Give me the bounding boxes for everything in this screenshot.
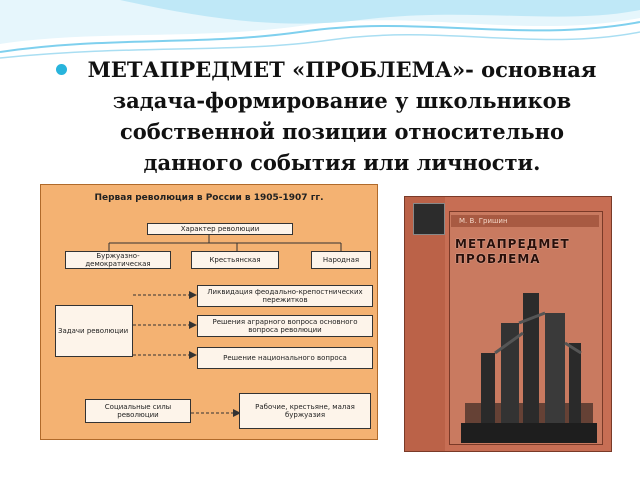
diagram-connectors (108, 235, 342, 417)
diagram-title: Первая революция в России в 1905-1907 гг… (94, 193, 324, 203)
book-author: М. В. Гришин (451, 215, 599, 227)
bullet-point-icon (56, 64, 67, 75)
revolution-diagram: Первая революция в России в 1905-1907 гг… (40, 184, 378, 440)
char-item-bourgeois: Буржуазно-демократическая (65, 251, 171, 269)
forces-box: Рабочие, крестьяне, малая буржуазия (239, 393, 371, 429)
task-item-3: Решение национального вопроса (197, 347, 373, 369)
header-wave-decoration (0, 0, 640, 59)
book-badge-icon (413, 203, 445, 235)
bullet-text-block: МЕТАПРЕДМЕТ «ПРОБЛЕМА»- основная задача-… (56, 54, 612, 178)
task-item-2: Решения аграрного вопроса основного вопр… (197, 315, 373, 337)
book-spine-stripe (405, 197, 445, 451)
book-title: МЕТАПРЕДМЕТ ПРОБЛЕМА (455, 237, 599, 267)
task-item-1: Ликвидация феодально-крепостнических пер… (197, 285, 373, 307)
bullet-text: МЕТАПРЕДМЕТ «ПРОБЛЕМА»- основная задача-… (87, 57, 597, 175)
char-item-peasant: Крестьянская (191, 251, 279, 269)
tasks-label-box: Задачи революции (55, 305, 133, 357)
book-cover-image: М. В. Гришин МЕТАПРЕДМЕТ ПРОБЛЕМА (404, 196, 612, 452)
character-box: Характер революции (147, 223, 293, 235)
book-title-line2: ПРОБЛЕМА (455, 252, 541, 266)
forces-label-box: Социальные силы революции (85, 399, 191, 423)
char-item-people: Народная (311, 251, 371, 269)
machine-illustration (461, 293, 597, 443)
book-title-line1: МЕТАПРЕДМЕТ (455, 237, 570, 251)
